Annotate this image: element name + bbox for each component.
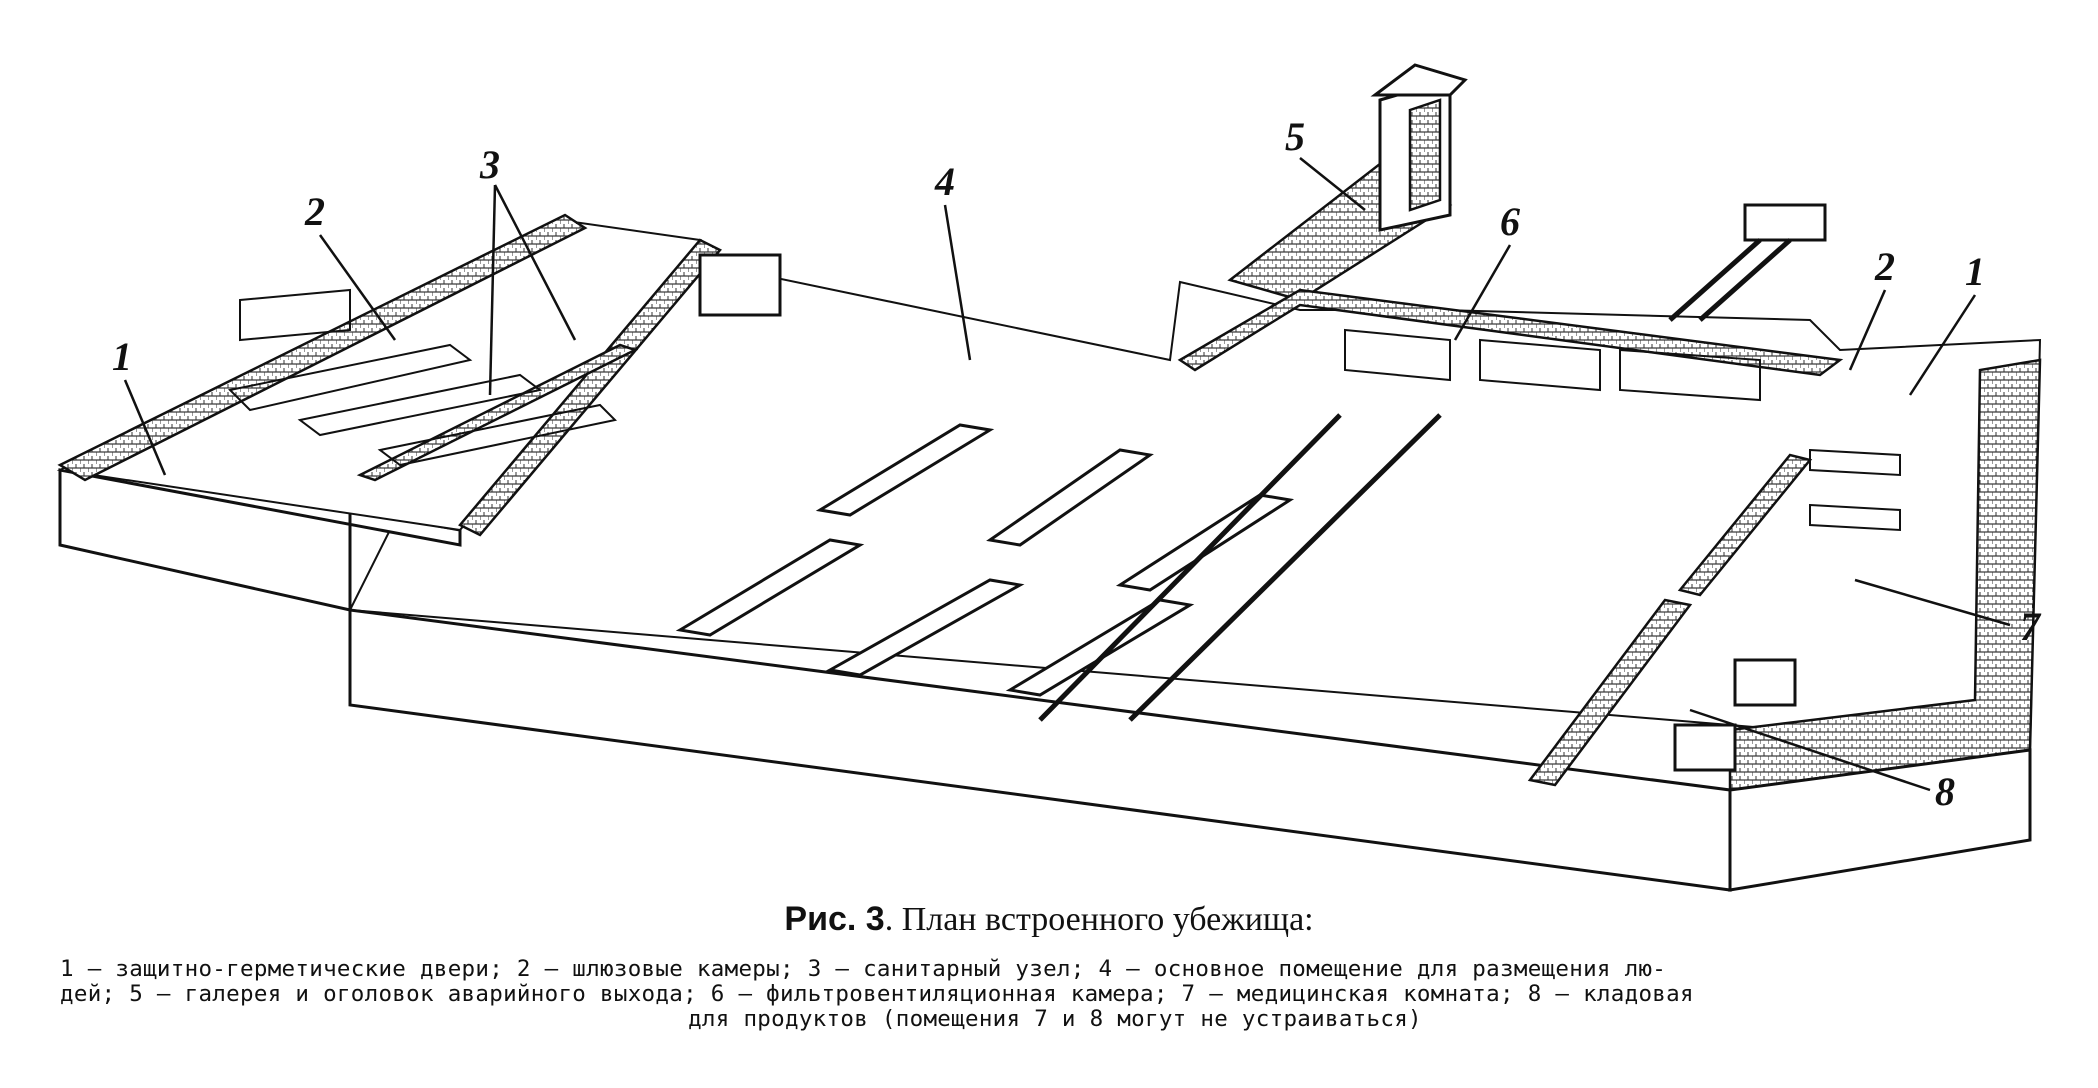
callout-4: 4 <box>934 159 955 204</box>
figure-title: . План встроенного убежища: <box>884 901 1314 938</box>
legend-line-3: для продуктов (помещения 7 и 8 могут не … <box>688 1006 1422 1032</box>
legend-line-1: 1 — защитно-герметические двери; 2 — шлю… <box>60 956 1667 982</box>
main-hall-benches <box>675 413 1442 722</box>
emergency-exit-gallery <box>1227 63 1468 302</box>
callout-7: 7 <box>2020 604 2042 649</box>
medical-and-storage-rooms <box>1527 448 1901 787</box>
callout-1-left: 1 <box>112 334 132 379</box>
leader-lines <box>123 157 2011 792</box>
figure-caption-title: Рис. 3. План встроенного убежища: <box>0 900 2098 939</box>
callout-2-left: 2 <box>304 189 325 234</box>
callout-labels: 1 2 3 4 5 6 2 1 7 8 <box>112 114 2042 814</box>
callout-3: 3 <box>479 142 500 187</box>
callout-2-right: 2 <box>1874 244 1895 289</box>
legend-line-2: дей; 5 — галерея и оголовок аварийного в… <box>60 981 1694 1007</box>
callout-5: 5 <box>1285 114 1305 159</box>
callout-8: 8 <box>1935 769 1955 814</box>
main-floor-slab <box>348 258 2042 892</box>
callout-1-right: 1 <box>1965 249 1985 294</box>
callout-6: 6 <box>1500 199 1520 244</box>
left-wing <box>56 213 782 612</box>
figure-legend: 1 — защитно-герметические двери; 2 — шлю… <box>60 957 2050 1032</box>
figure-label: Рис. 3 <box>784 900 885 938</box>
filter-ventilation-block <box>1177 203 1844 402</box>
